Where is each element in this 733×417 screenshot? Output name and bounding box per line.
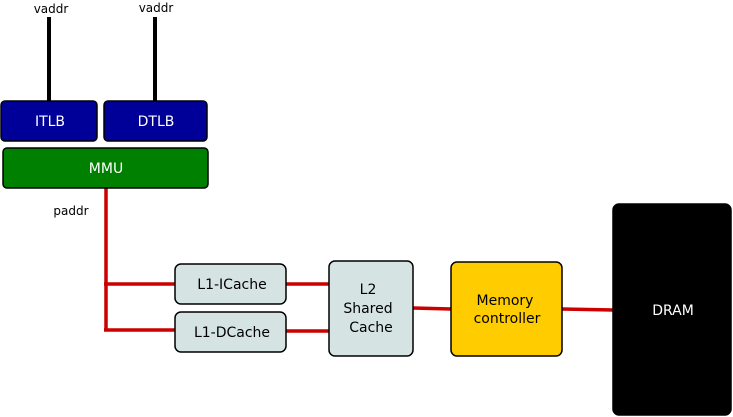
l2-label-line1: L2 [360,282,377,298]
memory-controller-block: Memory controller [450,261,563,357]
mmu-label: MMU [89,161,123,177]
bus-l2-to-memctrl [412,306,452,311]
bus-memctrl-to-dram [561,307,614,312]
dram-label: DRAM [652,303,694,319]
l1-dcache-block: L1-DCache [174,311,287,353]
vaddr-label-left: vaddr [34,2,69,16]
l2-label-line3: Cache [349,320,393,336]
mmu-block: MMU [2,147,209,189]
l2-label-line2: Shared [343,301,392,317]
dtlb-label: DTLB [138,114,175,130]
bus-lines [104,188,614,333]
l1-dcache-label: L1-DCache [194,325,270,341]
dtlb-block: DTLB [103,100,208,142]
itlb-block: ITLB [0,100,98,142]
memctrl-label-line1: Memory [477,293,534,309]
l2-shared-cache-block: L2 Shared Cache [328,260,414,357]
itlb-label: ITLB [35,114,65,130]
dram-block: DRAM [612,203,732,416]
l1-icache-block: L1-ICache [174,263,287,305]
memctrl-label-line2: controller [474,311,541,327]
paddr-label: paddr [53,204,88,218]
vaddr-label-right: vaddr [139,1,174,15]
l1-icache-label: L1-ICache [197,277,266,293]
